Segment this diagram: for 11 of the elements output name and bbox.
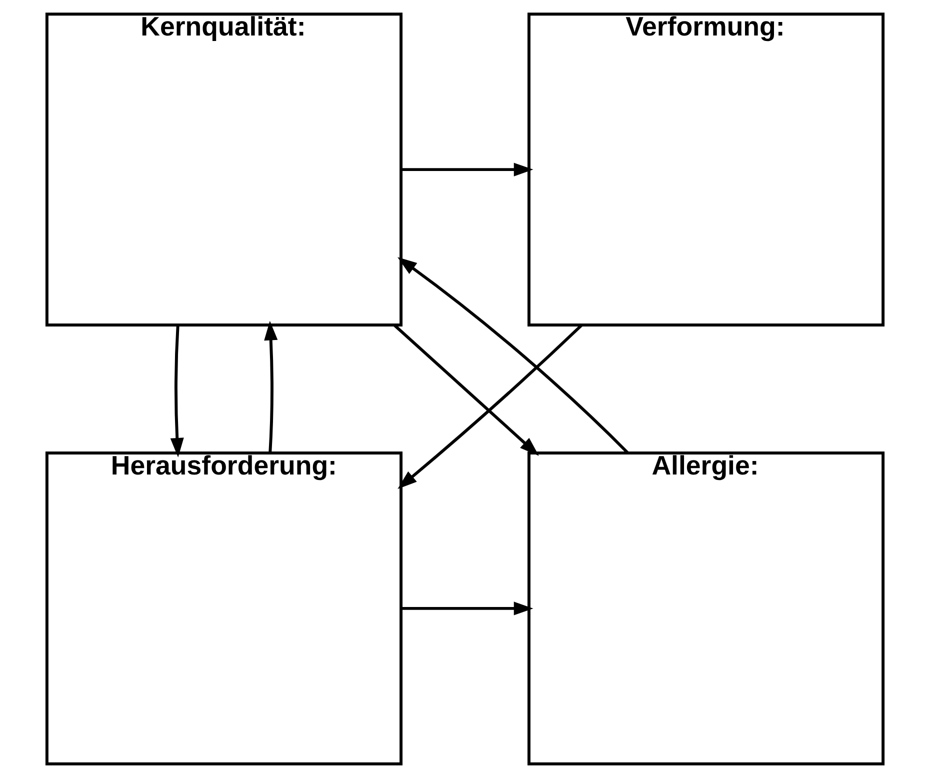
arrow (401, 602, 534, 616)
arrow (398, 324, 583, 489)
arrow (170, 325, 184, 458)
node-box: Herausforderung: (45, 451, 403, 766)
arrow (264, 320, 278, 453)
arrow (397, 257, 629, 454)
node-box: Kernqualität: (45, 12, 403, 327)
node-box: Verformung: (527, 12, 885, 327)
node-box: Allergie: (527, 451, 885, 766)
arrow (394, 324, 539, 456)
arrow (401, 162, 534, 176)
